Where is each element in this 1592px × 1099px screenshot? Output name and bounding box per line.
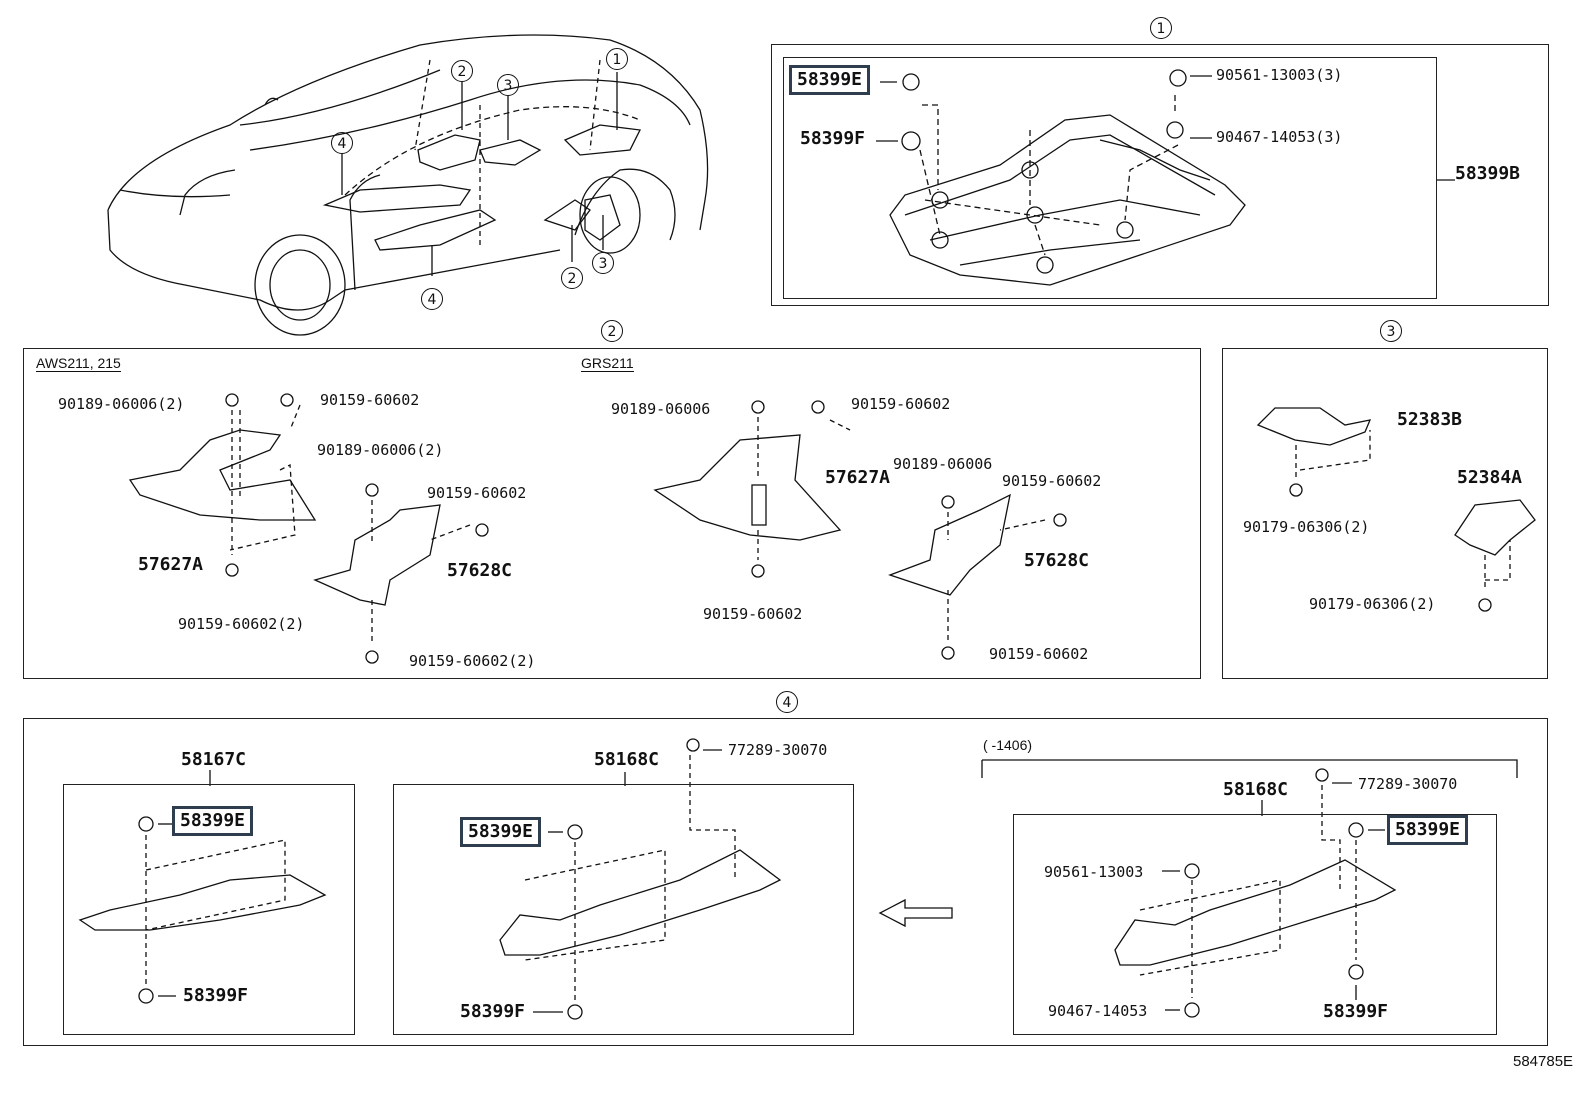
panel2-left-90159-60602-h[interactable]: 90159-60602(2)	[409, 652, 536, 670]
panel4-left-part-58399E[interactable]: 58399E	[172, 806, 254, 836]
overview-callout-2: 2	[451, 60, 473, 82]
overview-callout-2-lower: 2	[561, 267, 583, 289]
panel2-left-90189-06006-a[interactable]: 90189-06006(2)	[58, 395, 185, 413]
panel1-outer-frame	[771, 44, 1549, 306]
panel4-right-part-58399E[interactable]: 58399E	[1387, 815, 1469, 845]
panel4-middle-part-58399E[interactable]: 58399E	[460, 817, 542, 847]
panel1-part-58399E[interactable]: 58399E	[789, 65, 871, 95]
panel1-circle: 1	[1150, 17, 1172, 39]
panel3-part-90179-06306-d[interactable]: 90179-06306(2)	[1309, 595, 1436, 613]
panel4-middle-subframe	[393, 784, 854, 1035]
panel4-left-part-58399F[interactable]: 58399F	[183, 985, 249, 1006]
panel3-parts	[1256, 407, 1536, 612]
panel2-circle: 2	[601, 320, 623, 342]
panel3-frame	[1222, 348, 1548, 679]
panel2-right-leaders	[757, 417, 1046, 640]
overview-callout-3: 3	[497, 74, 519, 96]
panel2-left-parts	[128, 393, 489, 664]
panel4-right-subframe	[1013, 814, 1497, 1035]
panel3-leaders	[1295, 430, 1511, 590]
panel2-left-90159-60602-b[interactable]: 90159-60602	[320, 391, 420, 409]
panel2-frame	[23, 348, 1201, 679]
panel2-right-57627A[interactable]: 57627A	[825, 467, 891, 488]
panel1-part-90561-13003[interactable]: 90561-13003(3)	[1216, 66, 1343, 84]
panel2-left-leaders	[229, 404, 471, 645]
panel4-middle-part	[499, 738, 782, 1020]
panel3-part-52383B[interactable]: 52383B	[1397, 409, 1463, 430]
panel2-right-parts	[653, 400, 1067, 660]
panel3-part-52384A[interactable]: 52384A	[1457, 467, 1523, 488]
panel4-left-title-58167C[interactable]: 58167C	[181, 749, 247, 770]
overview-callout-4: 4	[331, 132, 353, 154]
car-outline	[107, 34, 709, 336]
panel2-right-57628C[interactable]: 57628C	[1024, 550, 1090, 571]
panel2-right-90159-60602-b[interactable]: 90159-60602	[851, 395, 951, 413]
panel4-right-clip-77289-30070[interactable]: 77289-30070	[1358, 775, 1458, 793]
panel2-right-90159-60602-e[interactable]: 90159-60602	[1002, 472, 1102, 490]
panel2-right-90159-60602-h[interactable]: 90159-60602	[989, 645, 1089, 663]
panel2-left-title: AWS211, 215	[36, 355, 121, 372]
overview-callout-3-lower: 3	[592, 252, 614, 274]
panel2-right-90189-06006-d[interactable]: 90189-06006	[893, 455, 993, 473]
panel2-left-90159-60602-g[interactable]: 90159-60602(2)	[178, 615, 305, 633]
panel4-middle-title-58168C[interactable]: 58168C	[594, 749, 660, 770]
panel2-left-90189-06006-c[interactable]: 90189-06006(2)	[317, 441, 444, 459]
panel1-part-58399B[interactable]: 58399B	[1455, 163, 1521, 184]
panel4-left-part	[78, 816, 327, 1004]
panel4-solid-leaders	[158, 749, 1518, 1013]
panel4-left-subframe	[63, 784, 355, 1035]
panel4-circle: 4	[776, 691, 798, 713]
panel2-left-90159-60602-d[interactable]: 90159-60602	[427, 484, 527, 502]
panel1-part-58399F[interactable]: 58399F	[800, 128, 866, 149]
panel1-inner-frame	[783, 57, 1437, 299]
panel2-left-57628C[interactable]: 57628C	[447, 560, 513, 581]
panel2-right-title: GRS211	[581, 355, 634, 372]
direction-arrow	[878, 898, 953, 928]
panel1-leaders	[919, 95, 1179, 256]
panel1-part-90467-14053[interactable]: 90467-14053(3)	[1216, 128, 1343, 146]
panel4-right-part	[1114, 768, 1397, 1018]
panel4-right-part-90467-14053[interactable]: 90467-14053	[1048, 1002, 1148, 1020]
panel4-right-part-90561-13003[interactable]: 90561-13003	[1044, 863, 1144, 881]
panel1-solid-leaders	[876, 75, 1455, 181]
panel3-part-90179-06306-c[interactable]: 90179-06306(2)	[1243, 518, 1370, 536]
panel4-right-part-58399F[interactable]: 58399F	[1323, 1001, 1389, 1022]
overview-callout-1: 1	[606, 48, 628, 70]
panel3-circle: 3	[1380, 320, 1402, 342]
figure-code: 584785E	[1513, 1053, 1574, 1070]
overview-callout-4-lower: 4	[421, 288, 443, 310]
panel4-right-title-58168C[interactable]: 58168C	[1223, 779, 1289, 800]
panel2-right-90159-60602-g[interactable]: 90159-60602	[703, 605, 803, 623]
panel4-right-range: ( -1406)	[983, 737, 1033, 753]
panel2-left-57627A[interactable]: 57627A	[138, 554, 204, 575]
panel4-middle-part-58399F[interactable]: 58399F	[460, 1001, 526, 1022]
panel2-right-90189-06006-a[interactable]: 90189-06006	[611, 400, 711, 418]
panel4-frame	[23, 718, 1548, 1046]
car-underbody-parts	[322, 72, 641, 276]
panel4-middle-clip-77289-30070[interactable]: 77289-30070	[728, 741, 828, 759]
